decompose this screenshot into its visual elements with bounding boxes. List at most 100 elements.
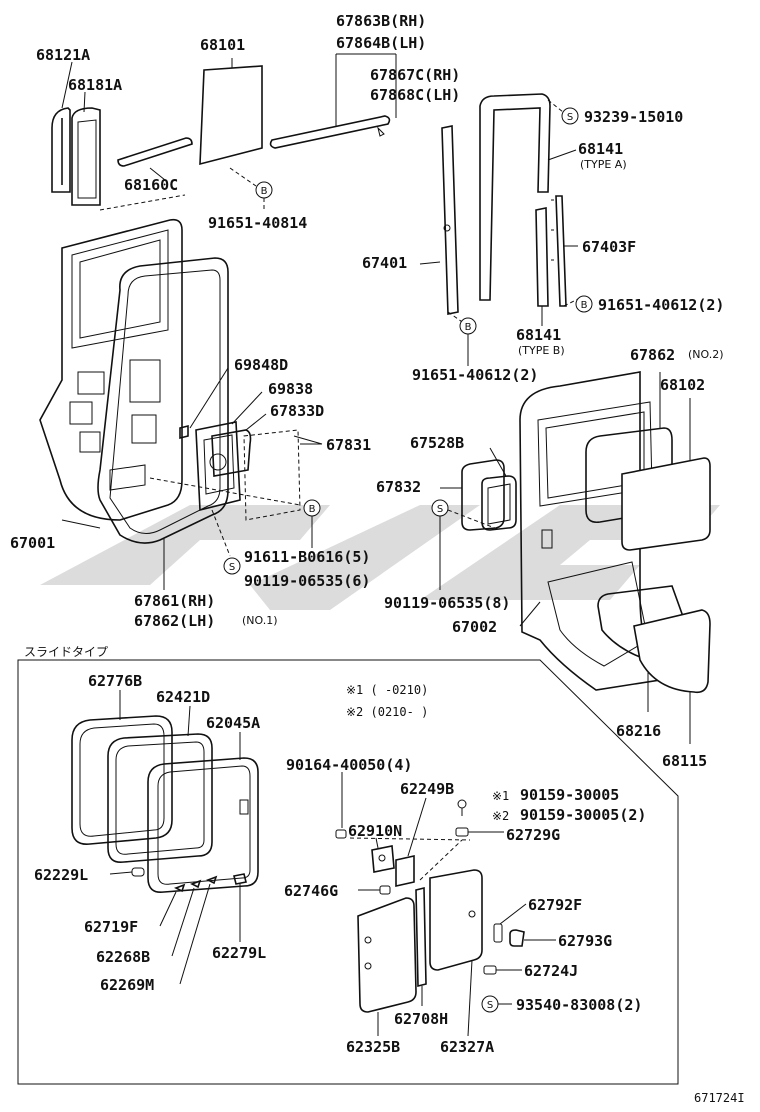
label-67831: 67831 bbox=[326, 436, 371, 454]
svg-text:S: S bbox=[437, 504, 443, 515]
part-62792F bbox=[493, 903, 527, 943]
label-90119-06535-b: 90119-06535(8) bbox=[384, 594, 510, 612]
dashed-guide bbox=[99, 194, 186, 211]
mark-2: ※2 bbox=[492, 809, 509, 823]
marker-b-91651-40612b: B bbox=[459, 317, 477, 366]
label-90164-40050: 90164-40050(4) bbox=[286, 756, 412, 774]
part-68121A bbox=[51, 107, 71, 193]
dashed-guide bbox=[419, 839, 463, 881]
marker-s-90119-b: S bbox=[431, 499, 501, 590]
label-93540-83008: 93540-83008(2) bbox=[516, 996, 642, 1014]
label-62269M: 62269M bbox=[100, 976, 154, 994]
label-68216: 68216 bbox=[616, 722, 661, 740]
label-68102: 68102 bbox=[660, 376, 705, 394]
label-68141-a: 68141 bbox=[578, 140, 623, 158]
label-62045A: 62045A bbox=[206, 714, 260, 732]
marker-b-91651-40814: B bbox=[255, 181, 273, 210]
leader bbox=[83, 91, 86, 113]
label-62719F: 62719F bbox=[84, 918, 138, 936]
marker-s-90119-a: S bbox=[223, 557, 241, 575]
dashed-guide bbox=[349, 837, 471, 841]
label-67864B: 67864B(LH) bbox=[336, 34, 426, 52]
part-90164-bolt bbox=[335, 772, 347, 839]
part-67861-weatherstrip bbox=[97, 257, 229, 544]
leader bbox=[61, 61, 73, 109]
label-62724J: 62724J bbox=[524, 962, 578, 980]
label-62421D: 62421D bbox=[156, 688, 210, 706]
label-68181A: 68181A bbox=[68, 76, 122, 94]
svg-text:S: S bbox=[229, 562, 235, 573]
part-67833D bbox=[211, 413, 267, 477]
part-67528B bbox=[481, 447, 517, 531]
label-67002: 67002 bbox=[452, 618, 497, 636]
svg-text:B: B bbox=[581, 300, 588, 311]
leader bbox=[61, 519, 101, 529]
part-69848D bbox=[179, 367, 229, 440]
part-62249B bbox=[395, 797, 427, 887]
dashed-guide bbox=[211, 509, 231, 557]
part-62327A-glass bbox=[429, 869, 483, 1037]
clips-62719F-62268B-62269M bbox=[159, 875, 218, 985]
label-69838: 69838 bbox=[268, 380, 313, 398]
part-62793G bbox=[509, 929, 556, 947]
label-67528B: 67528B bbox=[410, 434, 464, 452]
svg-text:S: S bbox=[487, 1000, 493, 1011]
part-62746G bbox=[358, 885, 391, 895]
label-91611-b0616: 91611-B0616(5) bbox=[244, 548, 370, 566]
part-68101 bbox=[199, 58, 263, 166]
label-67832: 67832 bbox=[376, 478, 421, 496]
label-62327A: 62327A bbox=[440, 1038, 494, 1056]
dashed-guide bbox=[149, 477, 301, 506]
part-62910N bbox=[371, 837, 395, 873]
label-90119-06535-a: 90119-06535(6) bbox=[244, 572, 370, 590]
label-67863B: 67863B(RH) bbox=[336, 12, 426, 30]
label-62729G: 62729G bbox=[506, 826, 560, 844]
label-67861: 67861(RH) bbox=[134, 592, 215, 610]
label-67868C: 67868C(LH) bbox=[370, 86, 460, 104]
label-67862-lh: 67862(LH) bbox=[134, 612, 215, 630]
part-68141-type-b bbox=[535, 207, 549, 326]
label-62229L: 62229L bbox=[34, 866, 88, 884]
part-67832 bbox=[440, 459, 505, 531]
marker-b-91611: B bbox=[303, 499, 321, 548]
label-67403F: 67403F bbox=[582, 238, 636, 256]
part-69838-bracket bbox=[195, 391, 263, 512]
label-68121A: 68121A bbox=[36, 46, 90, 64]
label-slide-type: スライドタイプ bbox=[24, 645, 108, 659]
part-62325B-glass bbox=[357, 897, 417, 1036]
leader bbox=[149, 167, 166, 181]
label-62776B: 62776B bbox=[88, 672, 142, 690]
part-68115-glass bbox=[633, 609, 711, 744]
svg-text:B: B bbox=[465, 322, 472, 333]
label-62910N: 62910N bbox=[348, 822, 402, 840]
part-62708H bbox=[415, 886, 427, 1006]
label-62793G: 62793G bbox=[558, 932, 612, 950]
label-90159-30005-b: 90159-30005(2) bbox=[520, 806, 646, 824]
part-62729G bbox=[455, 827, 504, 837]
part-68181A bbox=[71, 107, 101, 206]
marker-s-93540: S bbox=[481, 995, 512, 1013]
part-67001-door-panel bbox=[39, 218, 183, 521]
label-91651-40814: 91651-40814 bbox=[208, 214, 307, 232]
label-67401: 67401 bbox=[362, 254, 407, 272]
part-67403F bbox=[551, 195, 578, 307]
note-2: ※2 (0210- ) bbox=[346, 705, 428, 719]
label-62708H: 62708H bbox=[394, 1010, 448, 1028]
label-67867C: 67867C(RH) bbox=[370, 66, 460, 84]
label-68115: 68115 bbox=[662, 752, 707, 770]
diagram-id: 671724I bbox=[694, 1091, 745, 1105]
part-68160C bbox=[117, 137, 193, 167]
marker-b-91651-40612a: B bbox=[575, 295, 593, 313]
part-67401 bbox=[419, 125, 459, 315]
label-91651-40612-b: 91651-40612(2) bbox=[412, 366, 538, 384]
label-68141-b: 68141 bbox=[516, 326, 561, 344]
part-67863B-molding bbox=[269, 53, 397, 149]
label-68141-type-a: (TYPE A) bbox=[580, 158, 627, 171]
label-62325B: 62325B bbox=[346, 1038, 400, 1056]
part-68102-glass bbox=[621, 398, 711, 551]
svg-text:B: B bbox=[309, 504, 316, 515]
label-62746G: 62746G bbox=[284, 882, 338, 900]
label-67833D: 67833D bbox=[270, 402, 324, 420]
